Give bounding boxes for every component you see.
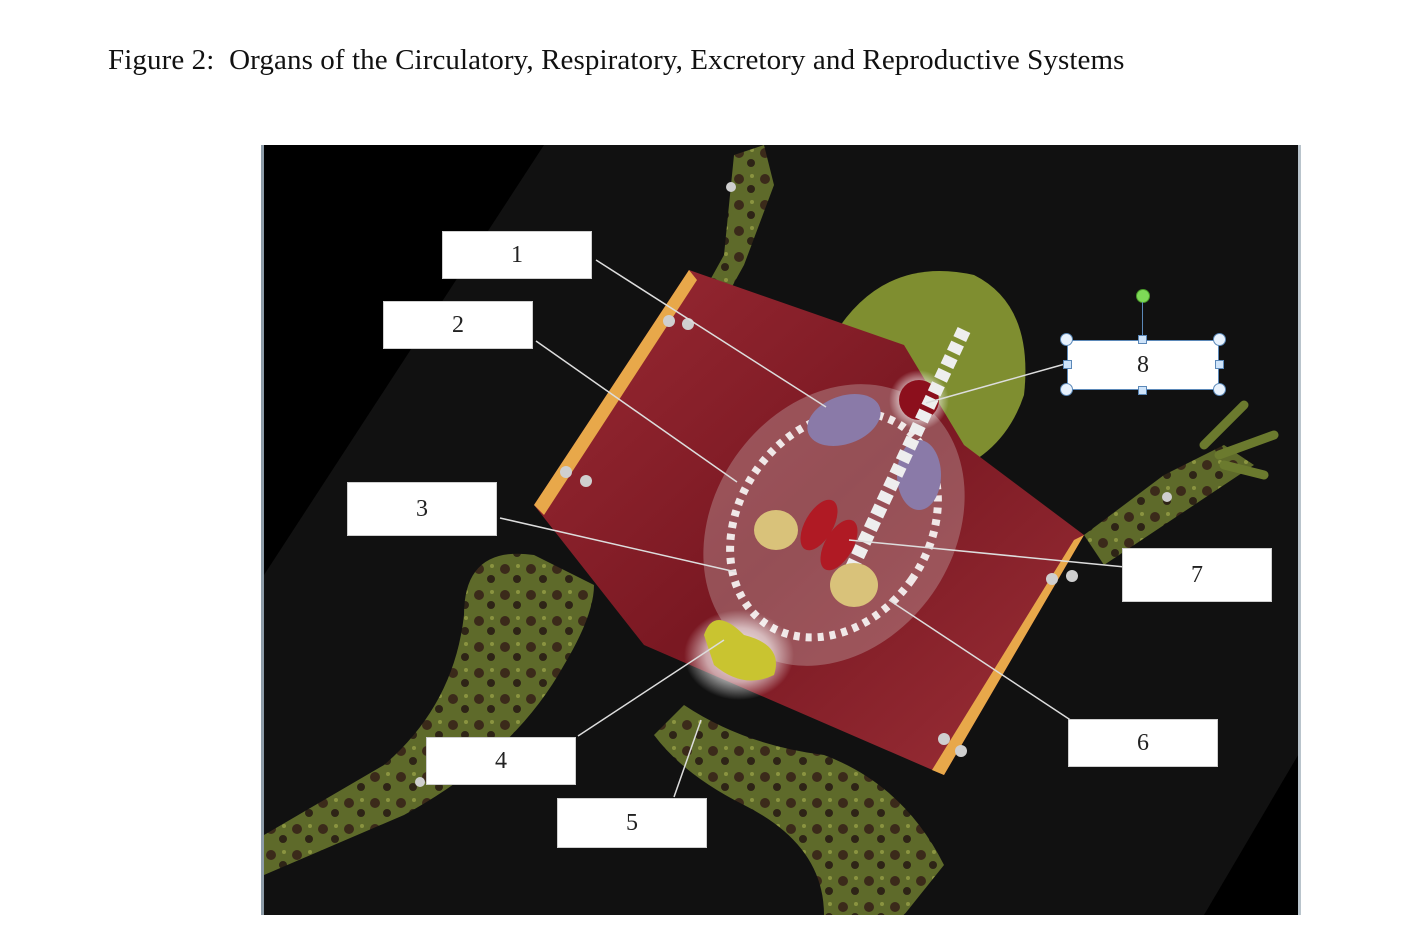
fat-body-left [754, 510, 798, 550]
rotate-handle[interactable] [1136, 289, 1150, 303]
leader-line-8 [925, 363, 1066, 404]
resize-handle-top[interactable] [1138, 335, 1147, 344]
figure-title: Figure 2: Organs of the Circulatory, Res… [108, 44, 1125, 76]
resize-handle-bottom[interactable] [1138, 386, 1147, 395]
label-box-8-selected[interactable]: 8 [1067, 340, 1219, 390]
left-kidney [800, 499, 838, 551]
right-kidney [820, 519, 858, 571]
label-box-5[interactable]: 5 [557, 798, 707, 848]
label-box-7[interactable]: 7 [1122, 548, 1272, 602]
left-hind-leg [264, 553, 594, 875]
label-box-2[interactable]: 2 [383, 301, 533, 349]
resize-handle-bottom-left[interactable] [1060, 383, 1073, 396]
leader-line-2 [535, 340, 738, 483]
label-box-6[interactable]: 6 [1068, 719, 1218, 767]
leader-line-5 [673, 719, 702, 798]
resize-handle-right[interactable] [1215, 360, 1224, 369]
label-box-1[interactable]: 1 [442, 231, 592, 279]
right-hind-leg [654, 705, 944, 915]
label-box-4[interactable]: 4 [426, 737, 576, 785]
resize-handle-left[interactable] [1063, 360, 1072, 369]
leader-line-7 [848, 539, 1126, 568]
urinary-bladder [704, 620, 776, 681]
resize-handle-top-right[interactable] [1213, 333, 1226, 346]
label-box-3[interactable]: 3 [347, 482, 497, 536]
leader-line-4 [577, 639, 725, 737]
right-lung [897, 440, 941, 510]
fat-body-right [830, 563, 878, 607]
resize-handle-top-left[interactable] [1060, 333, 1073, 346]
leader-line-1 [595, 259, 827, 408]
resize-handle-bottom-right[interactable] [1213, 383, 1226, 396]
right-limb [1084, 445, 1254, 565]
leader-line-6 [888, 599, 1073, 722]
rotate-handle-stem [1142, 302, 1143, 338]
leader-line-3 [499, 517, 737, 573]
